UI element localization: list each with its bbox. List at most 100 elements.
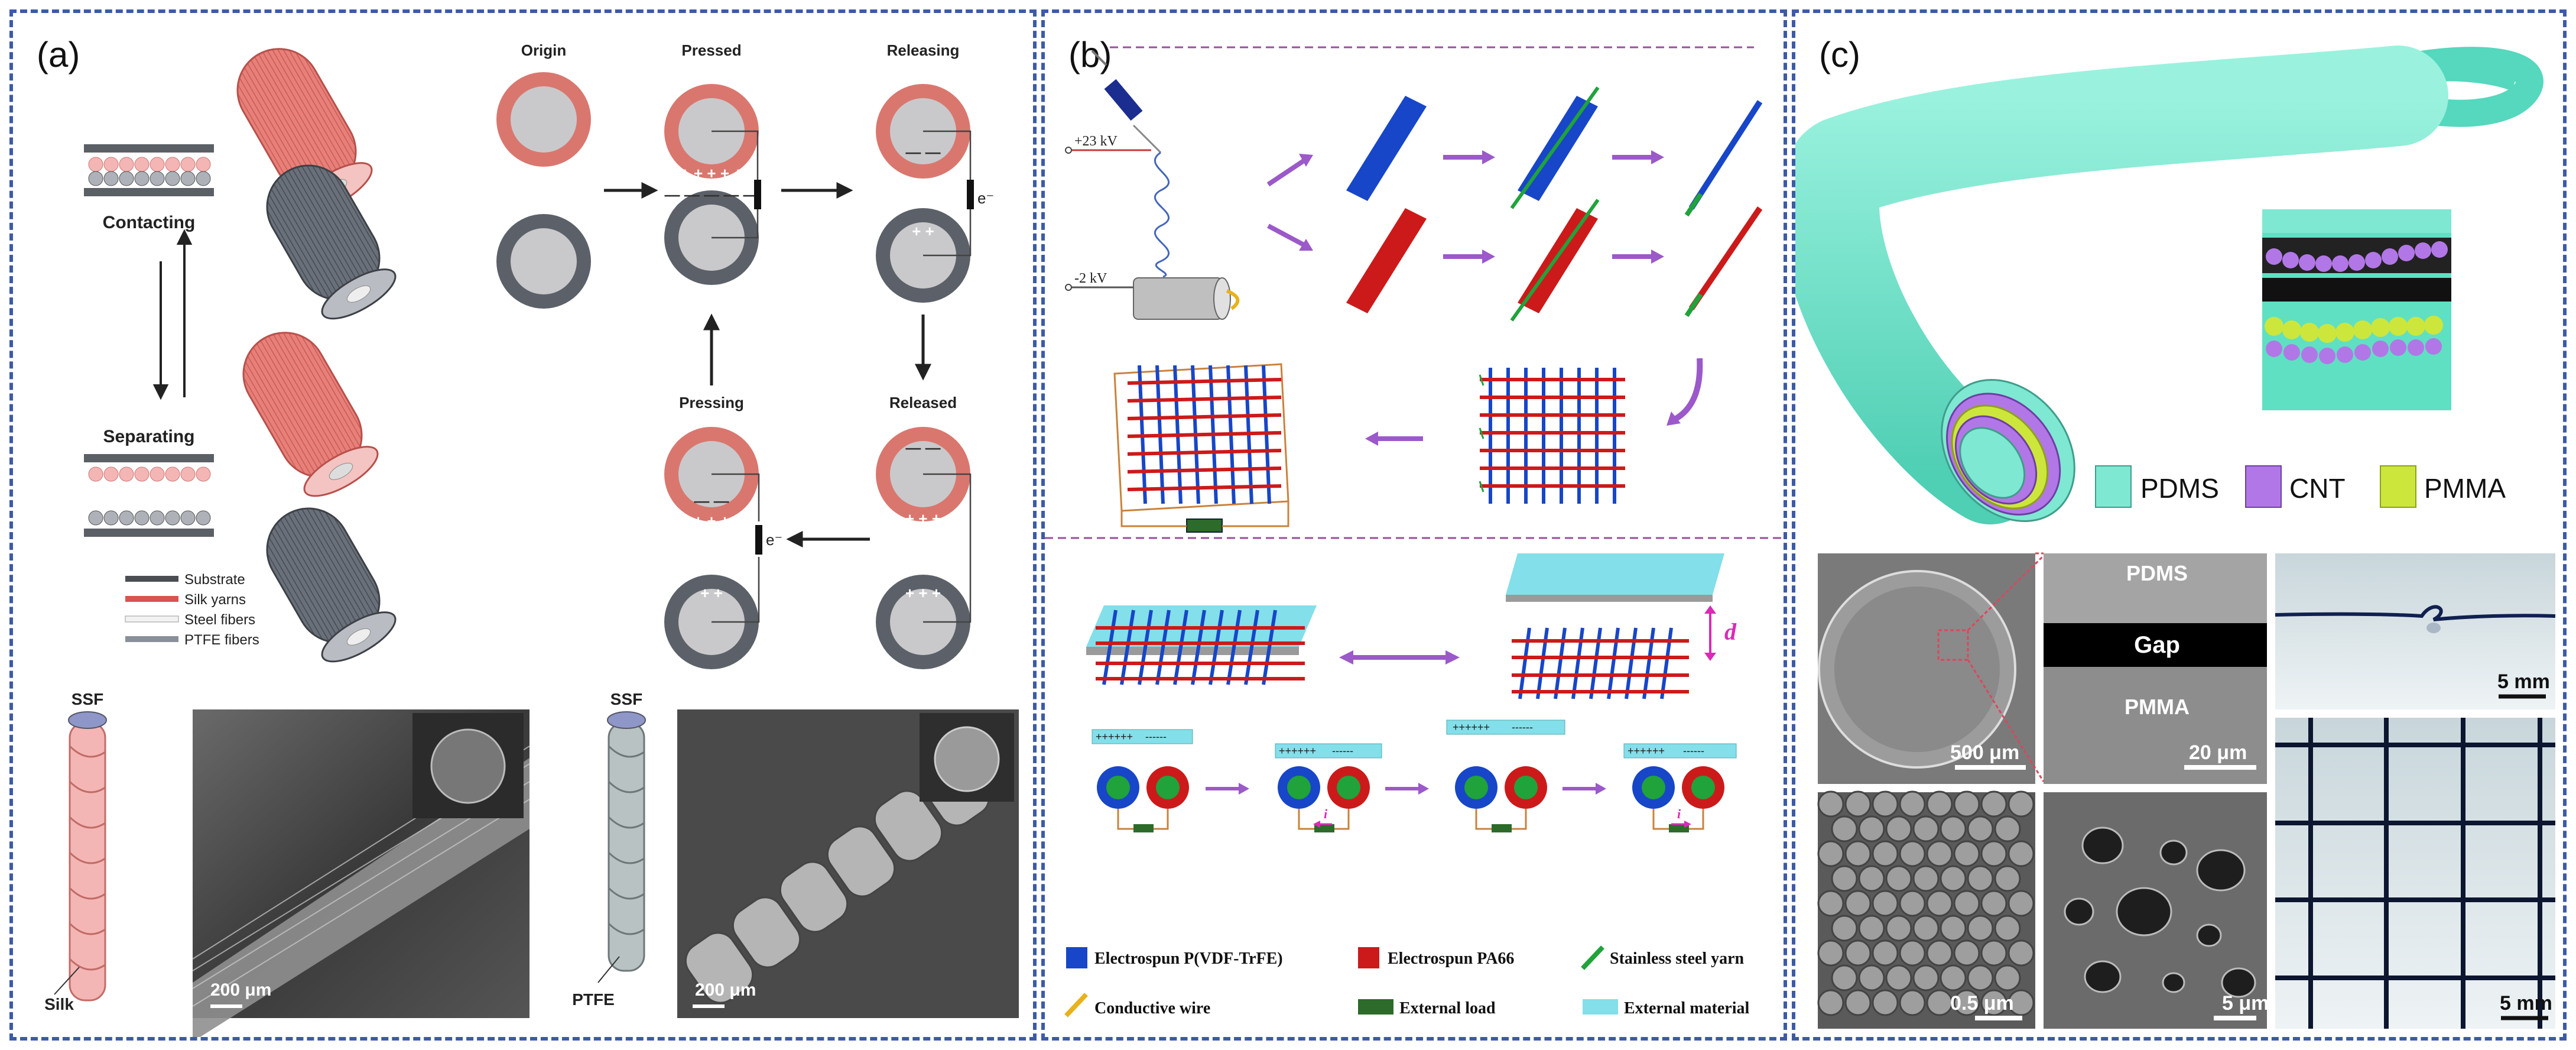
- panel-c-legend: [2095, 465, 2416, 508]
- legend-pa66: Electrospun PA66: [1388, 949, 1514, 968]
- section-dividers: [1045, 46, 1784, 539]
- charge-neg-3: ------: [1512, 721, 1533, 733]
- svg-text:+ +: + +: [700, 584, 723, 602]
- legend-substrate: Substrate: [184, 572, 245, 588]
- svg-text:— —: — —: [905, 439, 940, 456]
- microsphere: [1912, 815, 1940, 842]
- state-contacting: Contacting: [103, 213, 196, 232]
- electrospinning-setup: [1065, 50, 1240, 320]
- svg-text:+ + + + +: + + + + +: [681, 164, 743, 182]
- microsphere: [1912, 915, 1940, 942]
- microsphere: [1940, 964, 1967, 991]
- charge-pos-2: ++++++: [1279, 745, 1316, 757]
- microsphere: [2007, 890, 2035, 917]
- photo-knotted-fiber: [2275, 553, 2556, 709]
- sem-microspheres: [1817, 790, 2035, 1029]
- microsphere: [1885, 815, 1912, 842]
- microsphere: [1994, 964, 2021, 991]
- panel-a-legend: Substrate Silk yarns Steel fibers PTFE f…: [125, 572, 259, 648]
- charge-transfer-sequence: [1092, 720, 1737, 759]
- charge-neg-4: ------: [1683, 745, 1704, 757]
- legend-pvdf: Electrospun P(VDF-TrFE): [1094, 949, 1283, 968]
- legend-conductive-wire: Conductive wire: [1094, 999, 1210, 1017]
- panel-a-drawing: Contacting Separating Substrate Silk yar…: [44, 41, 1019, 1037]
- legend-steel-fibers: Steel fibers: [184, 612, 255, 628]
- legend-ptfe-fibers: PTFE fibers: [184, 632, 259, 648]
- woven-fabric: [1479, 358, 1703, 504]
- sem-layer-interface: [1967, 552, 2267, 784]
- microsphere: [1994, 815, 2021, 842]
- microsphere: [1899, 939, 1926, 967]
- scalebar-5mm-2: 5 mm: [2500, 992, 2552, 1015]
- legend-pmma: PMMA: [2424, 473, 2506, 504]
- microsphere: [1980, 790, 2007, 818]
- ptfe-ssf-schematic: [597, 711, 646, 983]
- contact-separation-schematic: [1086, 553, 1724, 699]
- charge-pos-4: ++++++: [1628, 745, 1665, 757]
- legend-pdms: PDMS: [2140, 473, 2219, 504]
- microsphere: [1899, 989, 1926, 1016]
- photo-woven-mesh: [2275, 718, 2555, 1029]
- legend-silk-yarns: Silk yarns: [184, 592, 246, 608]
- sem-label-pmma: PMMA: [2125, 695, 2190, 719]
- legend-external-material: External material: [1624, 999, 1749, 1017]
- microsphere: [1817, 790, 1844, 818]
- microsphere: [1817, 989, 1844, 1016]
- ssf-label-1: SSF: [72, 690, 103, 708]
- charge-neg-2: ------: [1332, 745, 1353, 757]
- separating-stack: [84, 454, 214, 537]
- microsphere: [1858, 964, 1885, 991]
- sem-fiber-cross-section: [1818, 553, 2035, 784]
- fiber-coating-sequence: [1266, 86, 1763, 322]
- state-pressing: Pressing: [679, 394, 744, 411]
- charge-neg-1: ------: [1145, 731, 1167, 743]
- legend-cnt: CNT: [2289, 473, 2346, 504]
- microsphere: [1858, 915, 1885, 942]
- panel-c: (c): [1792, 9, 2567, 1041]
- microsphere: [1940, 815, 1967, 842]
- charge-pos-3: ++++++: [1453, 721, 1490, 733]
- microsphere: [1831, 964, 1858, 991]
- microsphere: [1980, 989, 2007, 1016]
- svg-text:— —: — —: [694, 492, 729, 510]
- panel-b-label: (b): [1068, 35, 1112, 74]
- microsphere: [1926, 840, 1953, 867]
- distance-label: d: [1724, 618, 1737, 645]
- charge-signs: + + + + + — — — — — — — + + — — + + + + …: [665, 143, 954, 602]
- state-transition-arrows: [152, 229, 193, 400]
- microsphere: [2007, 840, 2035, 867]
- cycle-fibers: [496, 72, 970, 669]
- sem-silk-yarn: [192, 709, 530, 1037]
- microsphere: [1899, 840, 1926, 867]
- microsphere: [1980, 840, 2007, 867]
- scalebar-5um: 5 μm: [2222, 992, 2269, 1015]
- microsphere: [2007, 989, 2035, 1016]
- microsphere: [1844, 840, 1872, 867]
- microsphere: [1844, 890, 1872, 917]
- fiber-rollers: [236, 48, 397, 663]
- state-released: Released: [889, 394, 957, 411]
- sem-label-pdms: PDMS: [2126, 561, 2188, 585]
- microsphere: [1926, 790, 1953, 818]
- microsphere: [1885, 915, 1912, 942]
- interface-inset: [2262, 209, 2451, 410]
- legend-external-load: External load: [1399, 999, 1496, 1017]
- voltage-positive: +23 kV: [1074, 134, 1118, 149]
- microsphere: [1831, 815, 1858, 842]
- sem-porous-surface: [2044, 792, 2267, 1029]
- svg-text:+ + +: + + +: [905, 584, 941, 602]
- microsphere: [1953, 840, 1980, 867]
- contacting-stack: [84, 144, 214, 196]
- panel-a: (a) Contacting: [9, 9, 1037, 1041]
- charge-labels: ++++++ ------ ++++++ ------ ++++++ -----…: [1096, 721, 1704, 757]
- silk-label: Silk: [44, 995, 74, 1013]
- current-label-1: i: [1324, 806, 1328, 821]
- state-pressed: Pressed: [681, 41, 741, 59]
- state-releasing: Releasing: [887, 41, 960, 59]
- microsphere: [1940, 915, 1967, 942]
- microsphere: [1899, 790, 1926, 818]
- load-resistors: [754, 180, 974, 555]
- panel-b-drawing: +23 kV -2 kV: [1045, 46, 1784, 1017]
- microsphere: [1953, 890, 1980, 917]
- panel-b: (b) +23 kV -2 kV: [1041, 9, 1787, 1041]
